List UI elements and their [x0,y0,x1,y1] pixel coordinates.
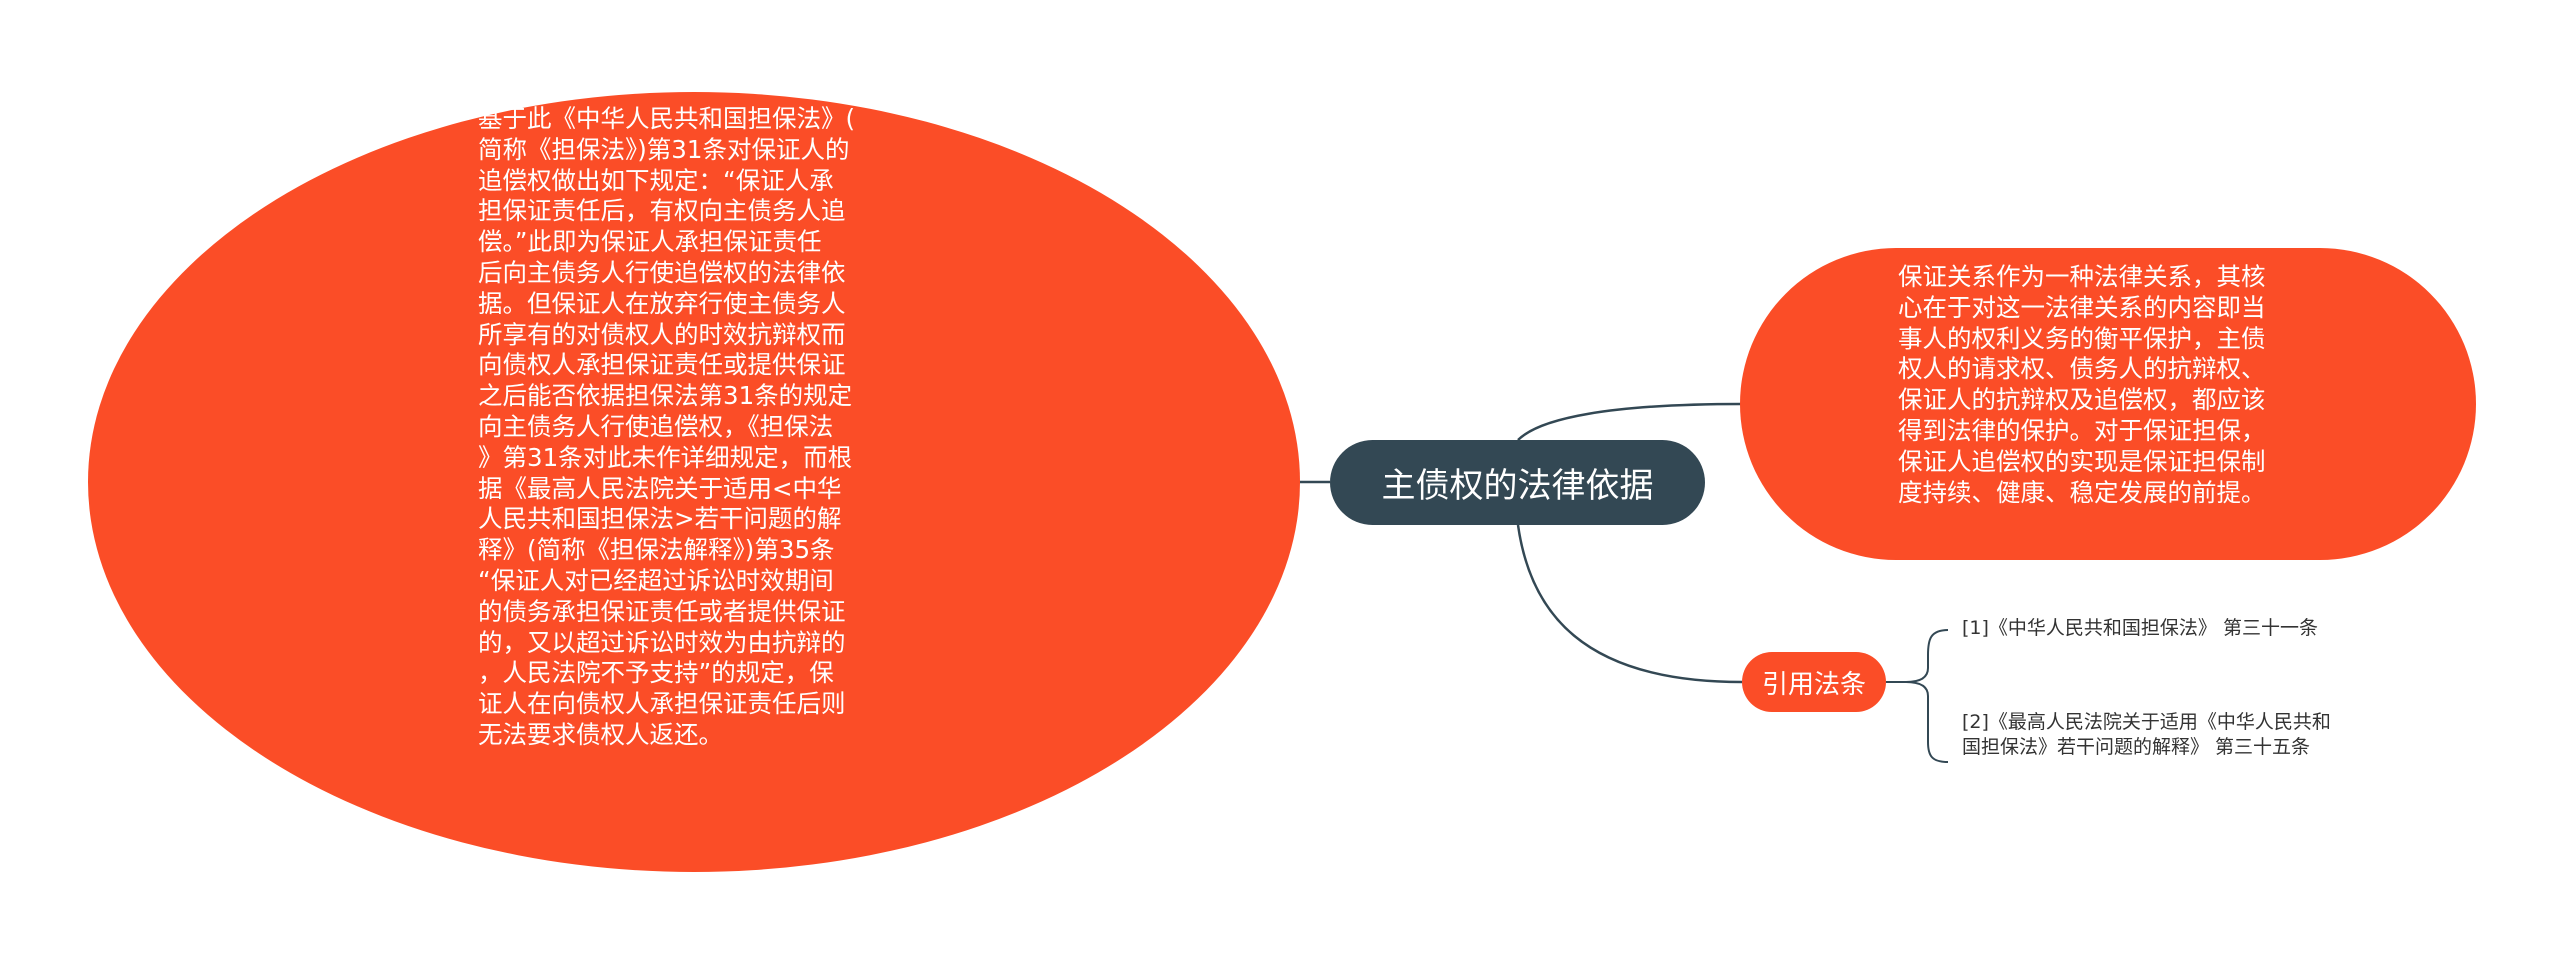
topic-guarantee-relation[interactable]: 保证关系作为一种法律关系，其核 心在于对这一法律关系的内容即当 事人的权利义务的… [1740,248,2476,560]
law-reference-1[interactable]: [1]《中华人民共和国担保法》 第三十一条 [1962,617,2318,639]
topic-guarantor-recourse-text: 基于此《中华人民共和国担保法》( 简称《担保法》)第31条对保证人的 追偿权做出… [478,104,856,749]
link-root-right [1517,402,1743,441]
root-topic[interactable]: 主债权的法律依据 [1330,440,1705,525]
topic-guarantor-recourse[interactable]: 基于此《中华人民共和国担保法》( 简称《担保法》)第31条对保证人的 追偿权做出… [88,92,1300,872]
link-root-cite [1516,524,1743,684]
topic-guarantee-relation-text: 保证关系作为一种法律关系，其核 心在于对这一法律关系的内容即当 事人的权利义务的… [1898,262,2266,507]
topic-cited-laws[interactable]: 引用法条 [1742,652,1886,712]
link-cite-refs-bracket [1886,629,1949,763]
root-topic-label: 主债权的法律依据 [1381,466,1654,506]
law-reference-2[interactable]: [2]《最高人民法院关于适用《中华人民共和 国担保法》若干问题的解释》 第三十五… [1962,711,2331,758]
topic-cited-laws-label: 引用法条 [1761,669,1866,700]
